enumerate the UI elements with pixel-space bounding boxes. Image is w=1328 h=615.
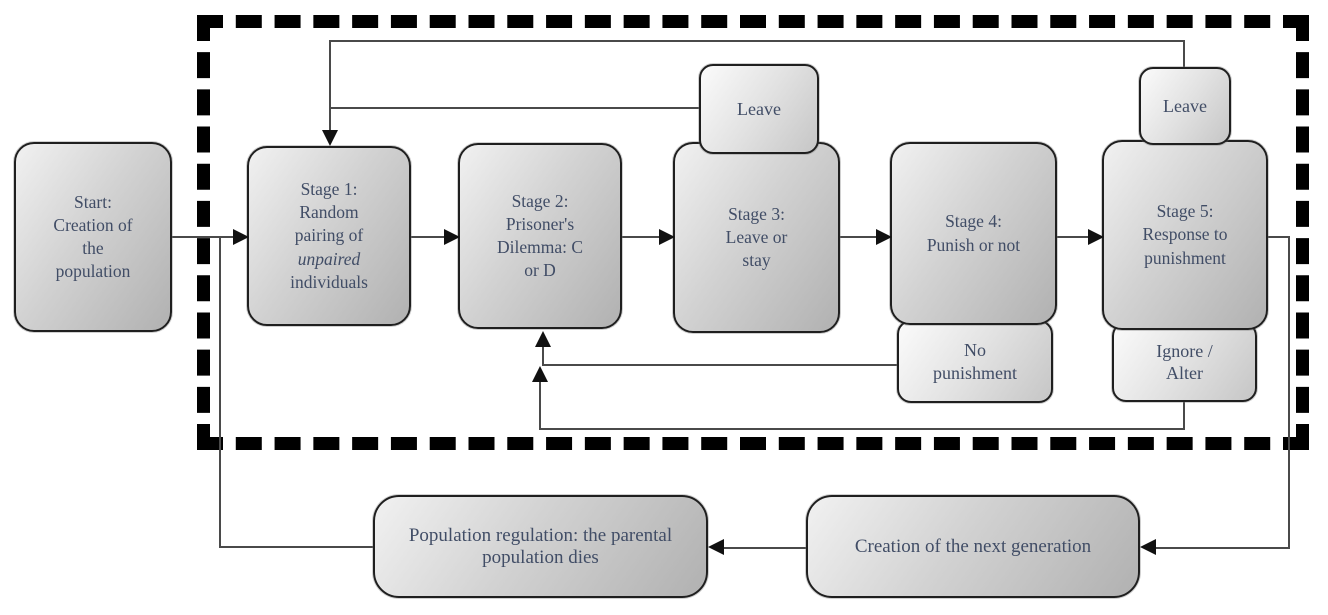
- stage2-label: Stage 2: Prisoner's Dilemma: C or D: [496, 190, 584, 281]
- connector-ignore-alter-riser: [539, 382, 541, 430]
- arrowhead-into-stage5: [1088, 229, 1104, 245]
- connector-stage4-to-stage5: [1057, 236, 1088, 238]
- arrowhead-into-stage4: [876, 229, 892, 245]
- stage1-node: Stage 1: Random pairing of unpaired indi…: [247, 146, 411, 326]
- connector-stage5-drop: [1288, 236, 1290, 548]
- population-regulation-label: Population regulation: the parental popu…: [408, 524, 673, 568]
- connector-stage1-to-stage2: [411, 236, 444, 238]
- stage4-label: Stage 4: Punish or not: [926, 211, 1021, 255]
- connector-leave5-riser: [1183, 40, 1185, 68]
- stage5-label: Stage 5: Response to punishment: [1142, 201, 1228, 268]
- next-generation-label: Creation of the next generation: [854, 535, 1092, 557]
- stage4-node: Stage 4: Punish or not: [890, 142, 1057, 325]
- connector-into-next-generation: [1156, 547, 1290, 549]
- connector-popreg-riser: [219, 237, 221, 547]
- stage3-label: Stage 3: Leave or stay: [725, 203, 788, 271]
- connector-stage5-exit: [1267, 236, 1290, 238]
- stage1-label-suffix: individuals: [290, 271, 368, 292]
- no-punishment-node: No punishment: [897, 320, 1053, 403]
- connector-leave5-top-run: [330, 40, 1185, 42]
- ignore-alter-label: Ignore / Alter: [1156, 340, 1213, 384]
- arrowhead-into-stage1-top: [322, 130, 338, 146]
- leave-stage5-node: Leave: [1139, 67, 1231, 145]
- connector-leave-drop-to-stage1: [329, 40, 331, 132]
- stage1-label: Stage 1: Random pairing of unpaired indi…: [283, 178, 375, 293]
- arrowhead-into-stage3: [659, 229, 675, 245]
- generation-loop-boundary: [197, 15, 1309, 450]
- population-regulation-node: Population regulation: the parental popu…: [373, 495, 708, 598]
- ignore-alter-node: Ignore / Alter: [1112, 322, 1257, 402]
- leave-stage3-node: Leave: [699, 64, 819, 154]
- connector-ignore-alter-drop: [1183, 402, 1185, 429]
- leave-stage5-label: Leave: [1163, 95, 1207, 116]
- connector-stage2-to-stage3: [622, 236, 659, 238]
- connector-popreg-run: [219, 546, 373, 548]
- stage1-label-emphasis: unpaired: [297, 248, 361, 269]
- arrowhead-into-stage2-bottom: [535, 331, 551, 347]
- connector-start-to-stage1: [172, 236, 233, 238]
- no-punishment-label: No punishment: [933, 340, 1017, 383]
- start-label: Start: Creation of the population: [53, 191, 133, 282]
- connector-nextgen-to-popreg: [724, 547, 806, 549]
- connector-no-punishment-riser: [542, 347, 544, 366]
- stage1-label-prefix: Stage 1: Random pairing of: [294, 179, 364, 246]
- stage3-node: Stage 3: Leave or stay: [673, 142, 840, 333]
- connector-ignore-alter-run: [539, 428, 1185, 430]
- arrowhead-ignore-alter-into-stage2: [532, 366, 548, 382]
- arrowhead-into-stage1: [233, 229, 249, 245]
- connector-stage3-to-stage4: [840, 236, 876, 238]
- next-generation-node: Creation of the next generation: [806, 495, 1140, 598]
- arrowhead-into-population-regulation: [708, 539, 724, 555]
- start-node: Start: Creation of the population: [14, 142, 172, 332]
- connector-no-punishment-run: [543, 364, 897, 366]
- leave-stage3-label: Leave: [737, 98, 781, 119]
- arrowhead-into-next-generation: [1140, 539, 1156, 555]
- arrowhead-into-stage2: [444, 229, 460, 245]
- stage2-node: Stage 2: Prisoner's Dilemma: C or D: [458, 143, 622, 329]
- stage5-node: Stage 5: Response to punishment: [1102, 140, 1268, 330]
- connector-leave3-run: [330, 107, 699, 109]
